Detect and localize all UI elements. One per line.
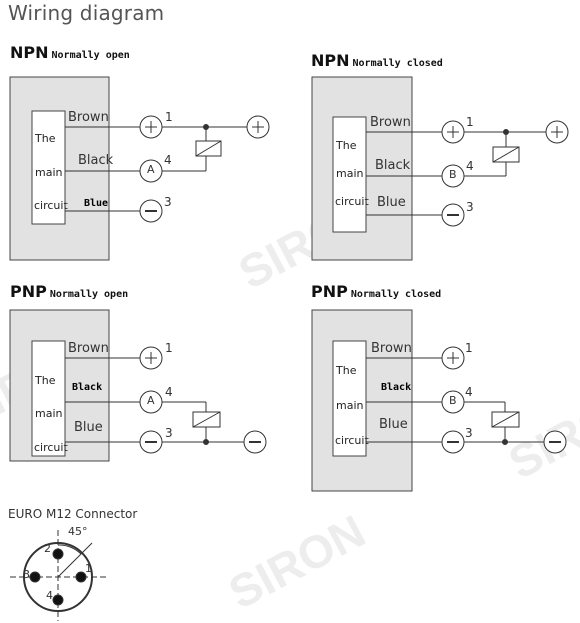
circuit-word: main — [336, 167, 364, 180]
wire-label: Black — [72, 382, 103, 393]
connector-pin-number: 1 — [85, 562, 92, 575]
circuit-word: The — [336, 139, 357, 152]
pin-number: 4 — [164, 153, 172, 167]
wire-label: Blue — [84, 198, 109, 209]
diagram-npn-nc — [311, 76, 569, 261]
angle-arc — [57, 544, 82, 555]
connector-pin — [52, 594, 64, 606]
circuit-word: The — [35, 374, 56, 387]
main-circuit-box — [332, 116, 367, 233]
connector-pin — [75, 571, 87, 583]
watermark: SIRON — [220, 505, 373, 619]
diagram-pnp-nc — [311, 309, 567, 492]
page-title: Wiring diagram — [8, 1, 165, 25]
diagram-npn-no — [9, 76, 270, 261]
wire-label: Black — [381, 382, 412, 393]
circuit-word: main — [35, 407, 63, 420]
main-circuit-box — [31, 110, 66, 225]
diagram-mode: Normally open — [49, 289, 129, 300]
wire-label: Black — [375, 158, 411, 173]
load-symbol: A — [147, 163, 155, 176]
connector-pin-number: 2 — [44, 542, 51, 555]
pin-number: 3 — [465, 426, 473, 440]
connector-pin-number: 4 — [46, 589, 53, 602]
pin-number: 4 — [465, 385, 473, 399]
diagram-mode: Normally closed — [352, 58, 443, 69]
circuit-word: The — [35, 132, 56, 145]
pin-number: 4 — [466, 159, 474, 173]
diagram-mode: Normally closed — [350, 289, 442, 300]
diagram-type: PNP — [10, 282, 47, 301]
main-circuit-box — [31, 340, 66, 457]
wire-label: Brown — [370, 115, 411, 130]
pin-number: 1 — [466, 115, 474, 129]
m12-connector-icon — [10, 530, 106, 621]
connector-label: EURO M12 Connector — [8, 507, 138, 521]
diagram-pnp-no — [9, 309, 267, 462]
circuit-word: The — [336, 364, 357, 377]
angle-line — [57, 542, 93, 578]
load-symbol: B — [449, 394, 457, 407]
diagram-type: NPN — [311, 51, 350, 70]
circuit-word: circuit — [335, 195, 369, 208]
circuit-word: circuit — [34, 441, 68, 454]
wire-label: Blue — [377, 195, 406, 210]
circuit-word: main — [35, 166, 63, 179]
connector-pin-number: 3 — [23, 568, 30, 581]
pin-number: 1 — [165, 110, 173, 124]
circuit-word: circuit — [34, 199, 68, 212]
connector-pin — [52, 548, 64, 560]
angle-label: 45° — [68, 525, 88, 538]
main-circuit-box — [332, 340, 367, 457]
circuit-word: main — [336, 399, 364, 412]
wire-label: Brown — [371, 341, 412, 356]
wire-label: Black — [78, 153, 114, 168]
wire-label: Brown — [68, 110, 109, 125]
pin-number: 3 — [466, 200, 474, 214]
wire-label: Blue — [379, 417, 408, 432]
load-symbol: B — [449, 168, 457, 181]
watermark: SIRON — [500, 375, 580, 489]
diagram-type: PNP — [311, 282, 348, 301]
pin-number: 1 — [165, 341, 173, 355]
wire-label: Brown — [68, 341, 109, 356]
load-symbol: A — [147, 394, 155, 407]
connector-pin — [29, 571, 41, 583]
pin-number: 3 — [165, 426, 173, 440]
pin-number: 3 — [164, 195, 172, 209]
diagram-type: NPN — [10, 43, 49, 62]
pin-number: 1 — [465, 341, 473, 355]
pin-number: 4 — [165, 385, 173, 399]
diagram-mode: Normally open — [51, 50, 130, 61]
circuit-word: circuit — [335, 434, 369, 447]
wire-label: Blue — [74, 420, 103, 435]
